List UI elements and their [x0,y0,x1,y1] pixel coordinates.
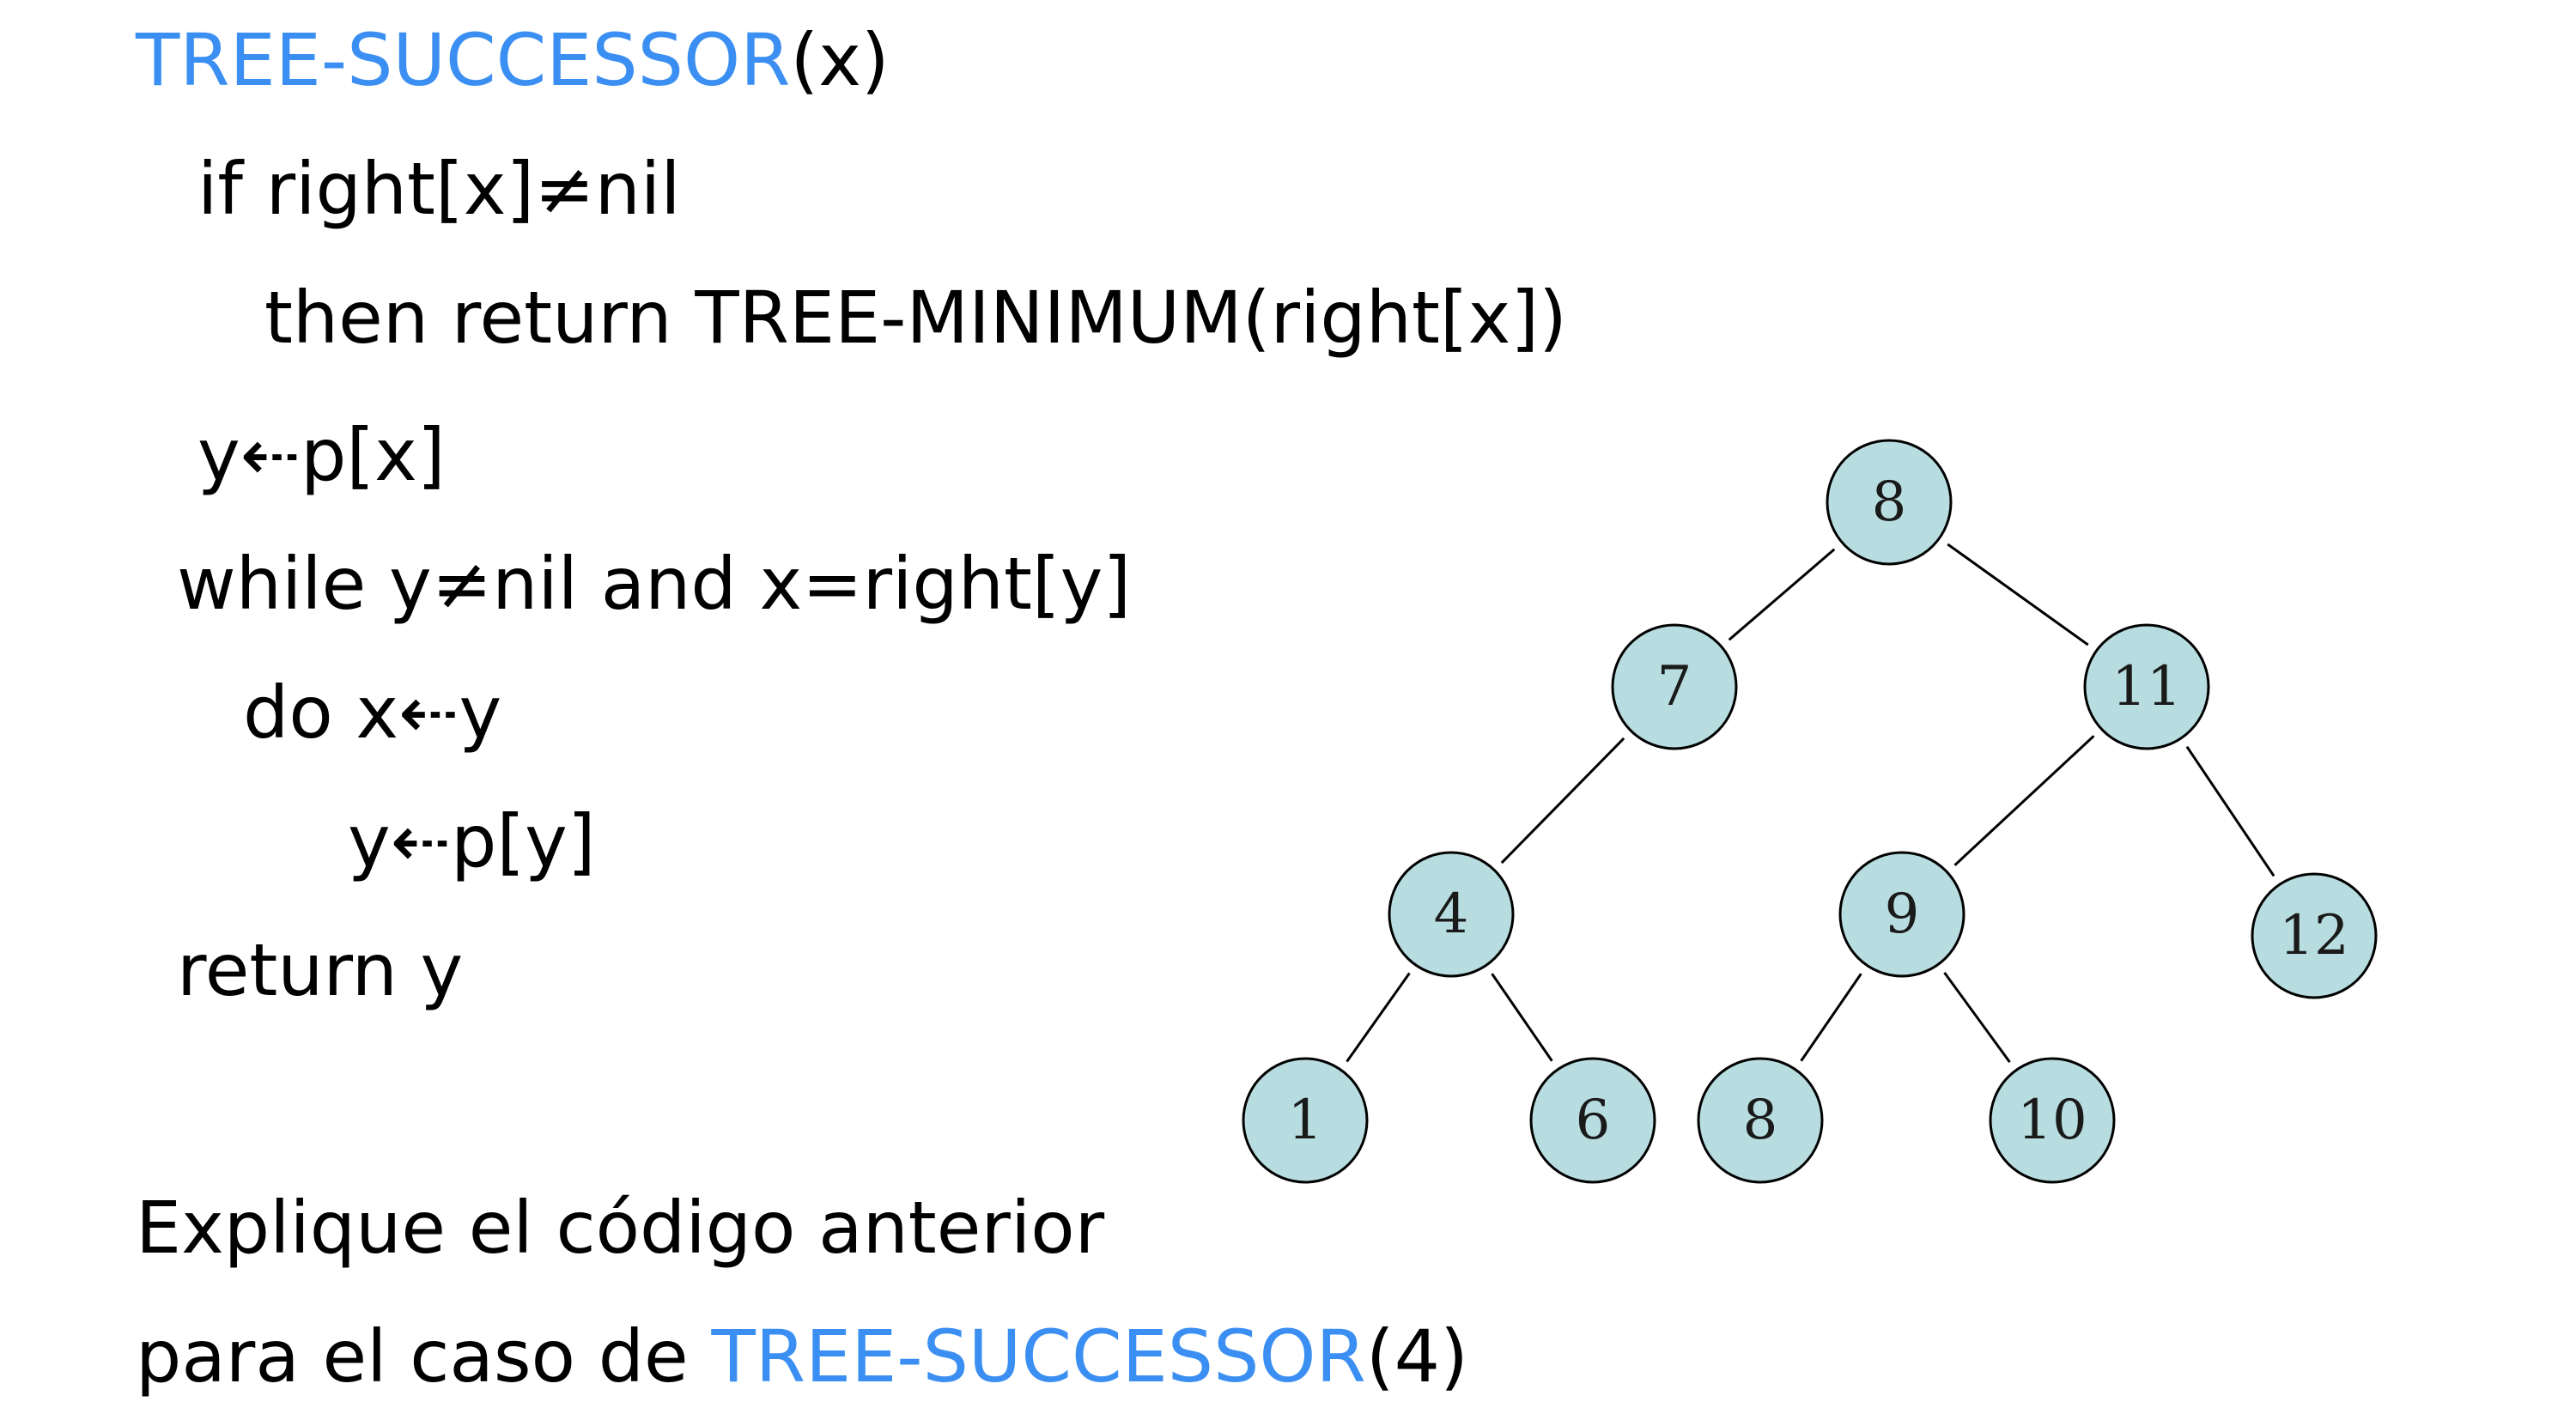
tree-edge [2185,745,2275,877]
code-line-while: while y≠nil and x=right[y] [177,542,1132,626]
question-function-name: TREE-SUCCESSOR [711,1314,1366,1399]
function-header: TREE-SUCCESSOR(x) [136,24,890,96]
tree-edge [1728,548,1836,641]
tree-node-circle [1529,1057,1656,1184]
tree-node-label: 1 [1288,1089,1323,1152]
question-line-2: para el caso de TREE-SUCCESSOR(4) [136,1320,1468,1393]
code-line-then: then return TREE-MINIMUM(right[x]) [264,276,1567,360]
question-prefix: para el caso de [136,1314,712,1399]
tree-node: 12 [2251,872,2378,999]
tree-node-circle [1242,1057,1369,1184]
code-line-assign-y: y⇠p[x] [197,413,446,497]
code-line-if: if right[x]≠nil [197,147,681,231]
tree-node: 8 [1697,1057,1824,1184]
question-line-1: Explique el código anterior [136,1186,1105,1270]
tree-edge [1500,737,1625,865]
tree-edge [1800,973,1862,1062]
tree-edge [1953,735,2095,866]
tree-node-circle [1989,1057,2116,1184]
tree-edge [1947,543,2089,646]
tree-edge [1346,972,1411,1063]
tree-node: 8 [1826,439,1953,566]
tree-node-label: 7 [1657,655,1692,719]
code-line-assign-py: y⇠p[y] [348,799,596,883]
tree-node-circle [1697,1057,1824,1184]
tree-node-label: 12 [2279,904,2348,968]
tree-node: 11 [2083,623,2210,750]
tree-node-circle [1838,851,1965,978]
question-function-args: (4) [1365,1314,1468,1399]
code-line-return: return y [177,928,464,1012]
tree-node-label: 8 [1743,1089,1778,1152]
tree-node-circle [1826,439,1953,566]
tree-node: 4 [1388,851,1515,978]
tree-edges [1346,543,2275,1064]
tree-node-label: 6 [1576,1089,1611,1152]
tree-node-label: 10 [2017,1089,2087,1152]
tree-edge [1943,971,2011,1064]
tree-node: 6 [1529,1057,1656,1184]
tree-node: 10 [1989,1057,2116,1184]
tree-node-circle [2251,872,2378,999]
function-args: (x) [790,18,890,102]
tree-node: 1 [1242,1057,1369,1184]
tree-node-label: 4 [1434,883,1469,946]
function-name: TREE-SUCCESSOR [136,18,791,102]
tree-edge [1491,973,1553,1062]
tree-node: 7 [1611,623,1738,750]
tree-nodes: 8 7 11 4 9 12 1 6 8 10 [1242,439,2378,1184]
tree-node-label: 8 [1872,470,1907,534]
tree-node-circle [2083,623,2210,750]
tree-node-label: 11 [2111,655,2181,719]
tree-node: 9 [1838,851,1965,978]
tree-node-circle [1611,623,1738,750]
code-line-do: do x⇠y [243,671,502,755]
tree-node-label: 9 [1885,883,1920,946]
tree-node-circle [1388,851,1515,978]
